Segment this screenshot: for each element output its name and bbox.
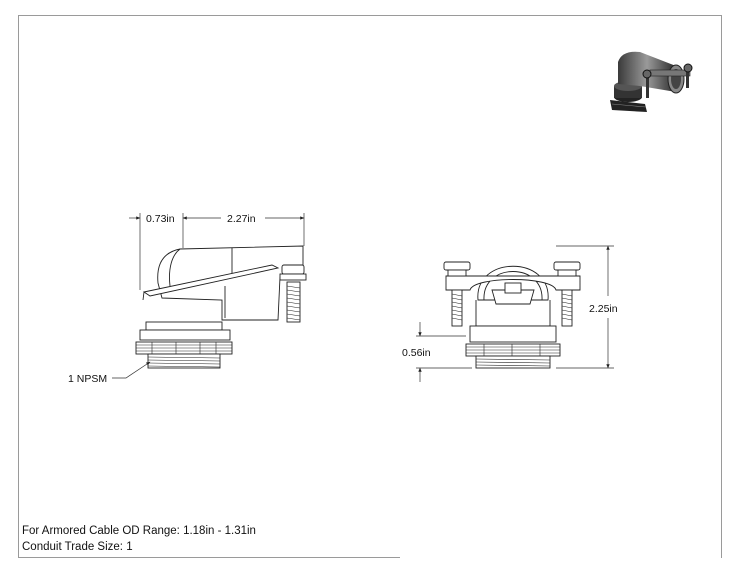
isometric-preview <box>610 51 693 112</box>
note-cable-range: For Armored Cable OD Range: 1.18in - 1.3… <box>22 525 256 537</box>
front-view-dimensions <box>416 245 614 382</box>
dim-label-2-25: 2.25in <box>589 303 618 315</box>
note-trade-size: Conduit Trade Size: 1 <box>22 541 133 553</box>
front-view <box>443 261 581 369</box>
thread-label: 1 NPSM <box>68 373 107 385</box>
dim-label-0-56: 0.56in <box>402 347 431 359</box>
dim-label-2-27: 2.27in <box>227 213 256 225</box>
title-block-rule <box>18 557 400 558</box>
dim-label-0-73: 0.73in <box>146 213 175 225</box>
drawing-notes: For Armored Cable OD Range: 1.18in - 1.3… <box>22 523 256 555</box>
drawing-sheet-border <box>18 15 722 558</box>
side-view <box>135 245 307 369</box>
side-view-dimensions <box>112 213 305 379</box>
